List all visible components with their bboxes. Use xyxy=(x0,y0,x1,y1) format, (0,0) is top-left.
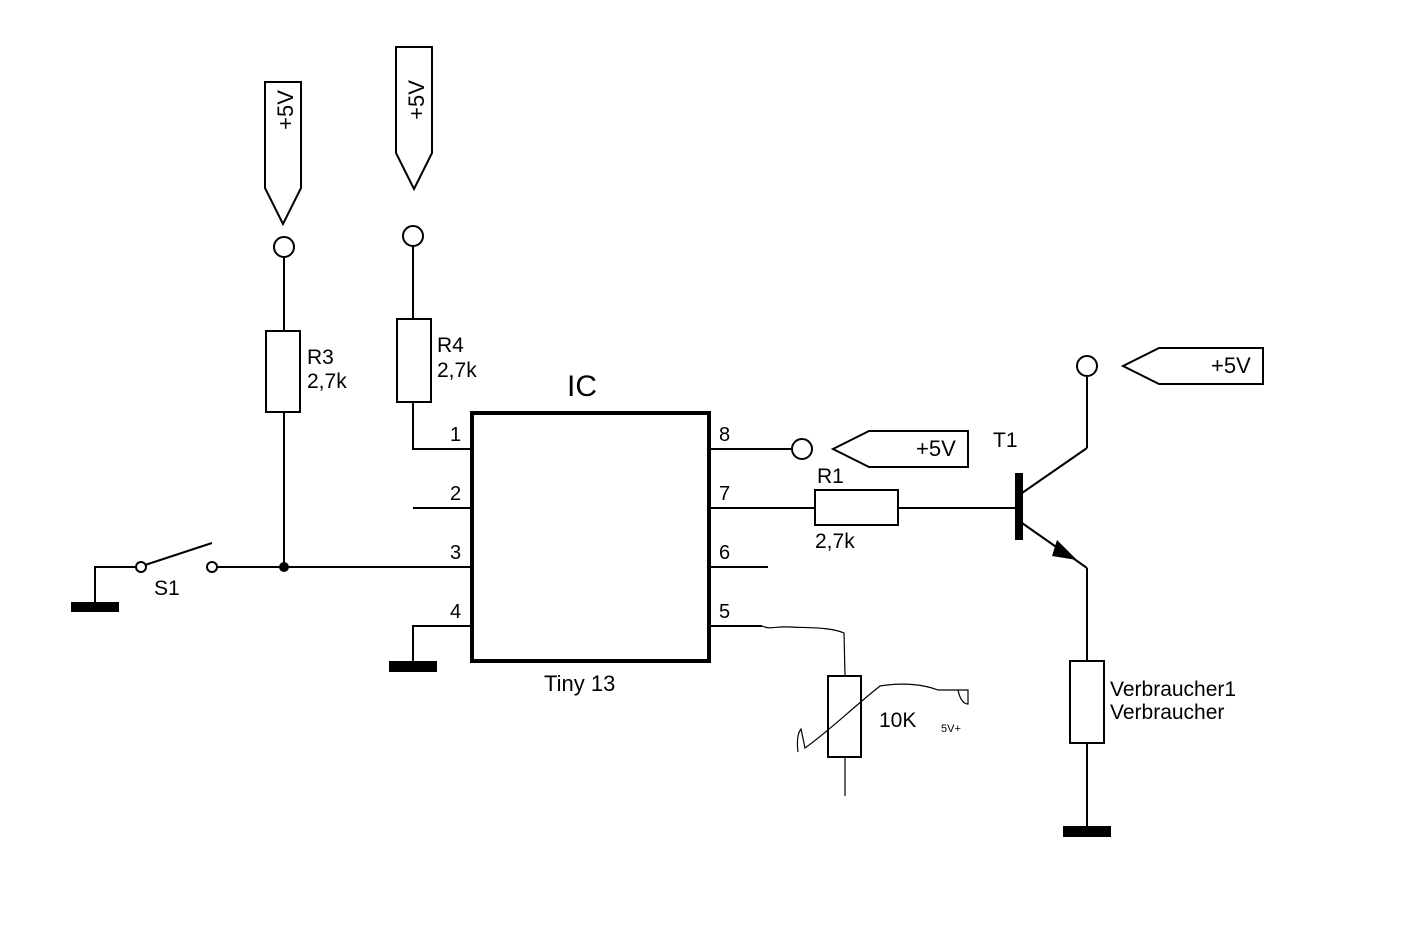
pin-6-label: 6 xyxy=(719,542,730,564)
wire-switch-ground xyxy=(94,566,136,603)
terminal-r4 xyxy=(402,225,424,247)
resistor-r1-value: 2,7k xyxy=(815,530,855,553)
resistor-r4-name: R4 xyxy=(437,334,464,357)
ground-symbol-load xyxy=(1063,826,1111,837)
ic-type-label: Tiny 13 xyxy=(544,671,615,696)
resistor-r4-value: 2,7k xyxy=(437,359,477,382)
ic-body xyxy=(470,411,711,663)
potentiometer-supply-note: 5V+ xyxy=(941,723,961,735)
pin-1-label: 1 xyxy=(450,424,461,446)
terminal-pin8 xyxy=(791,438,813,460)
pin-7-label: 7 xyxy=(719,483,730,505)
pin-5-label: 5 xyxy=(719,601,730,623)
supply-flag-r4-label: +5V xyxy=(404,80,429,120)
terminal-collector xyxy=(1076,355,1098,377)
supply-flag-collector-label: +5V xyxy=(1211,353,1251,378)
pin-8-label: 8 xyxy=(719,424,730,446)
ground-symbol-ic xyxy=(389,661,437,672)
supply-flag-collector: +5V xyxy=(1120,347,1264,385)
switch-s1-label: S1 xyxy=(154,577,180,600)
resistor-r3 xyxy=(265,330,301,413)
load-value: Verbraucher xyxy=(1110,701,1224,724)
potentiometer-value: 10K xyxy=(879,709,916,732)
transistor-t1 xyxy=(1015,447,1088,569)
supply-flag-r4: +5V xyxy=(395,46,433,192)
resistor-r1-name: R1 xyxy=(817,465,844,488)
supply-flag-r3-label: +5V xyxy=(273,90,298,130)
terminal-r3 xyxy=(273,236,295,258)
resistor-r3-name: R3 xyxy=(307,346,334,369)
potentiometer-wiper-hand xyxy=(796,683,969,753)
supply-flag-pin8: +5V xyxy=(830,430,969,468)
load-name: Verbraucher1 xyxy=(1110,678,1236,701)
switch-s1 xyxy=(135,542,218,573)
wire-pin5-hand xyxy=(761,625,846,677)
supply-flag-pin8-label: +5V xyxy=(916,436,956,461)
wire-pin4-ground xyxy=(412,625,472,662)
pin-2-label: 2 xyxy=(450,483,461,505)
ic-label: IC xyxy=(567,370,597,403)
resistor-r1 xyxy=(814,489,899,526)
resistor-r4 xyxy=(396,318,432,403)
supply-flag-r3: +5V xyxy=(264,81,302,227)
pin-4-label: 4 xyxy=(450,601,461,623)
load-resistor xyxy=(1069,660,1105,744)
transistor-t1-label: T1 xyxy=(993,429,1018,452)
pin-3-label: 3 xyxy=(450,542,461,564)
ground-symbol-switch xyxy=(71,602,119,612)
wire-r4-pin1 xyxy=(412,402,472,450)
resistor-r3-value: 2,7k xyxy=(307,370,347,393)
